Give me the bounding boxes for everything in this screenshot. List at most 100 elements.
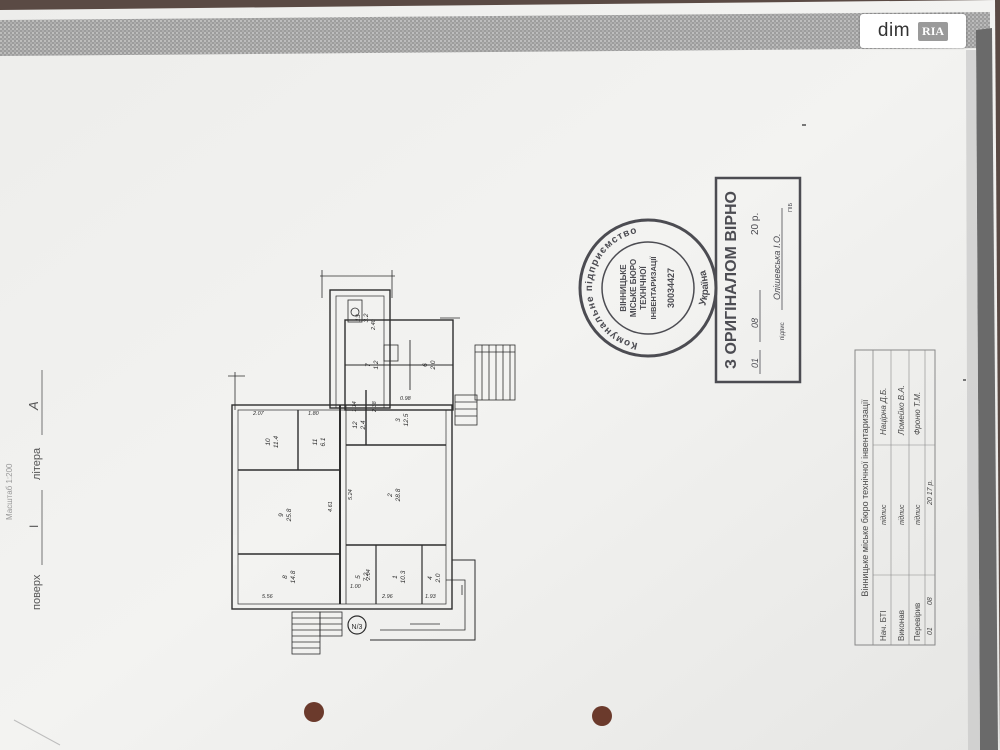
dimension: 1.00	[350, 584, 362, 590]
room-area: 28.8	[395, 488, 402, 502]
rect-stamp-name: Олішевська І.О.	[772, 234, 782, 300]
title-block-name-3: Фроню Т.М.	[913, 392, 922, 435]
punch-hole	[592, 706, 612, 726]
title-block-sign-2: підпис	[898, 504, 906, 525]
dimension: 0.98	[400, 396, 412, 402]
room-13: 13 3.2	[355, 313, 370, 322]
title-block-header: Вінницьке міське бюро технічної інвентар…	[860, 399, 870, 597]
title-block-sign-3: підпис	[914, 504, 922, 525]
rect-stamp-day: 01	[750, 358, 760, 368]
room-number: 9	[278, 513, 285, 517]
dimension: 5.56	[262, 594, 274, 600]
room-4: 4 2.0	[427, 573, 442, 583]
title-block-date-day: 01	[927, 627, 934, 635]
room-12: 12 2.4	[352, 420, 367, 430]
floor-value: I	[27, 525, 41, 528]
room-area: 1.2	[373, 360, 380, 369]
title-block-frame	[854, 349, 936, 646]
watermark-brand: dim	[877, 20, 911, 41]
entrance-marker-label: N/3	[352, 624, 363, 631]
dimension: 1.93	[425, 594, 437, 600]
dimension: 2.04	[366, 569, 372, 581]
room-labels: 1 10.3 2 28.8 3 12.5 4 2.0 5 7.2 6 2.0 7…	[265, 313, 442, 583]
ramp-inner	[380, 579, 466, 631]
stamp-line-4: ІНВЕНТАРИЗАЦІЇ	[649, 256, 658, 320]
title-block: Вінницьке міське бюро технічної інвентар…	[854, 349, 936, 646]
sanitary-fixture	[347, 299, 363, 323]
letter-value: А	[26, 401, 41, 411]
room-number: 6	[422, 363, 429, 367]
floor-plan: N/3	[228, 270, 516, 655]
copy-edge-band-top	[0, 12, 990, 56]
dimension: 4.61	[328, 501, 334, 512]
room-number: 7	[365, 363, 372, 367]
margin-line	[13, 719, 61, 746]
room-area: 10.3	[400, 570, 407, 583]
rect-stamp-year: 20 р.	[750, 213, 761, 235]
room-11: 11 6.1	[312, 437, 327, 446]
dimension: 2.38	[372, 400, 378, 413]
room-area: 6.1	[320, 437, 327, 446]
room-8: 8 14.8	[282, 570, 297, 583]
room-number: 12	[352, 421, 359, 429]
stairs-bottom	[291, 611, 343, 655]
title-block-name-1: Націрна Д.Б.	[879, 388, 888, 435]
rect-stamp-month: 08	[750, 318, 760, 328]
title-block-date-month: 08	[927, 597, 934, 605]
stamp-inner-ring	[601, 241, 695, 335]
scale-label: Масштаб 1:200	[5, 463, 14, 520]
room-number: 11	[312, 438, 319, 445]
room-number: 2	[387, 493, 394, 498]
title-block-name-2: Ломейко В.А.	[897, 385, 906, 436]
ramp-outline	[370, 559, 476, 641]
rect-stamp-sub: ПІБ	[788, 203, 794, 212]
room-number: 4	[427, 576, 434, 580]
dimension: 1.14	[352, 401, 358, 412]
stairs-right	[454, 344, 516, 426]
room-7: 7 1.2	[365, 360, 380, 369]
room-1: 1 10.3	[392, 570, 407, 583]
room-area: 14.8	[290, 570, 297, 583]
rect-stamp-frame	[714, 176, 802, 384]
room-number: 3	[395, 418, 402, 422]
room-area: 25.8	[286, 508, 293, 522]
stamp-line-1: ВІННИЦЬКЕ	[619, 264, 628, 312]
dim-ria-watermark: dim RIA	[860, 14, 966, 48]
title-block-role-2: Виконав	[897, 610, 906, 641]
dimension: 2.07	[252, 411, 265, 417]
dimension: 5.24	[348, 489, 354, 500]
room-area: 3.2	[363, 313, 370, 322]
outer-wall-inner	[237, 409, 447, 605]
stamp-line-2: МІСЬКЕ БЮРО	[629, 259, 638, 317]
title-block-sign-1: підпис	[880, 504, 888, 525]
dimension: 2.96	[381, 594, 394, 600]
room-area: 2.0	[435, 573, 442, 583]
room-6: 6 2.0	[422, 360, 437, 370]
title-block-role-1: Нач. БТІ	[879, 610, 888, 641]
floor-label: поверх	[31, 574, 43, 610]
plan-header: Масштаб 1:200 поверх I літера А	[5, 370, 43, 610]
copy-edge-shadow	[966, 50, 980, 750]
room-area: 2.0	[430, 360, 437, 370]
room-5: 5 7.2	[355, 572, 370, 581]
outer-wall	[231, 404, 453, 610]
stamp-bottom-text: Україна	[697, 269, 711, 307]
room-area: 12.5	[403, 413, 410, 426]
room-number: 13	[355, 314, 362, 322]
dimension: 2.40	[371, 318, 377, 331]
letter-label: літера	[31, 447, 43, 480]
room-9: 9 25.8	[278, 508, 293, 522]
sink-fixture	[383, 344, 399, 362]
room-area: 11.4	[273, 436, 280, 449]
stamp-line-3: ТЕХНІЧНОЇ	[639, 266, 648, 310]
dimension-labels: 5.56 4.61 2.07 1.80 5.24 2.96 2.04 1.00 …	[252, 318, 437, 600]
punch-hole	[304, 702, 324, 722]
sanitary-bowl	[350, 307, 360, 317]
dimension: 1.80	[308, 411, 320, 417]
stamp-code: 30034427	[666, 268, 676, 308]
room-number: 1	[392, 575, 399, 579]
room-area: 7.2	[363, 572, 370, 581]
rect-stamp: З ОРИГІНАЛОМ ВІРНО 01 08 20 р. підпис Ол…	[714, 176, 802, 384]
